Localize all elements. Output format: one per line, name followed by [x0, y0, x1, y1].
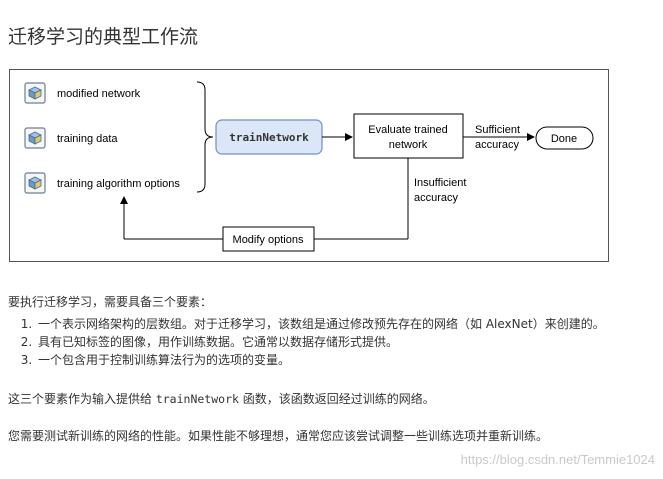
done-label: Done [551, 133, 577, 145]
inputs-suffix: 函数，该函数返回经过训练的网络。 [238, 392, 435, 406]
intro-text: 要执行迁移学习，需要具备三个要素： [8, 295, 213, 309]
input-item-data: training data [24, 127, 118, 149]
workflow-diagram: modified network training data training … [9, 69, 609, 262]
page-title: 迁移学习的典型工作流 [8, 25, 199, 48]
closing-paragraph: 您需要测试新训练的网络的性能。如果性能不够理想，通常您应该尝试调整一些训练选项并… [8, 429, 549, 443]
modify-options-label: Modify options [233, 234, 304, 246]
input-bracket [196, 81, 214, 193]
input-item-network: modified network [24, 82, 141, 104]
cube-icon [24, 172, 46, 194]
inputs-paragraph: 这三个要素作为输入提供给 trainNetwork 函数，该函数返回经过训练的网… [8, 390, 435, 408]
list-item: 一个包含用于控制训练算法行为的选项的变量。 [36, 351, 638, 369]
done-terminal [535, 126, 594, 150]
list-item: 一个表示网络架构的层数组。对于迁移学习，该数组是通过修改预先存在的网络（如 Al… [36, 315, 638, 333]
sufficient-label-line2: accuracy [475, 139, 520, 151]
cube-icon [24, 127, 46, 149]
evaluate-label-line1: Evaluate trained [368, 124, 448, 136]
input-label: training data [57, 133, 118, 145]
input-item-options: training algorithm options [24, 172, 180, 194]
evaluate-box [353, 113, 464, 159]
workflow-diagram-svg: modified network training data training … [24, 81, 594, 252]
inputs-prefix: 这三个要素作为输入提供给 [8, 392, 156, 406]
list-item: 具有已知标签的图像，用作训练数据。它通常以数据存储形式提供。 [36, 333, 638, 351]
evaluate-label-line2: network [389, 139, 428, 151]
cube-icon [24, 82, 46, 104]
train-network-label: trainNetwork [229, 131, 309, 144]
watermark: https://blog.csdn.net/Temmie1024 [460, 452, 655, 467]
input-label: modified network [57, 88, 141, 100]
sufficient-label-line1: Sufficient [475, 124, 520, 136]
modify-options-box [222, 226, 315, 252]
function-name: trainNetwork [155, 392, 239, 406]
input-label: training algorithm options [57, 178, 180, 190]
insufficient-label-line2: accuracy [414, 192, 459, 204]
insufficient-label-line1: Insufficient [414, 177, 466, 189]
requirements-list: 一个表示网络架构的层数组。对于迁移学习，该数组是通过修改预先存在的网络（如 Al… [0, 315, 638, 369]
